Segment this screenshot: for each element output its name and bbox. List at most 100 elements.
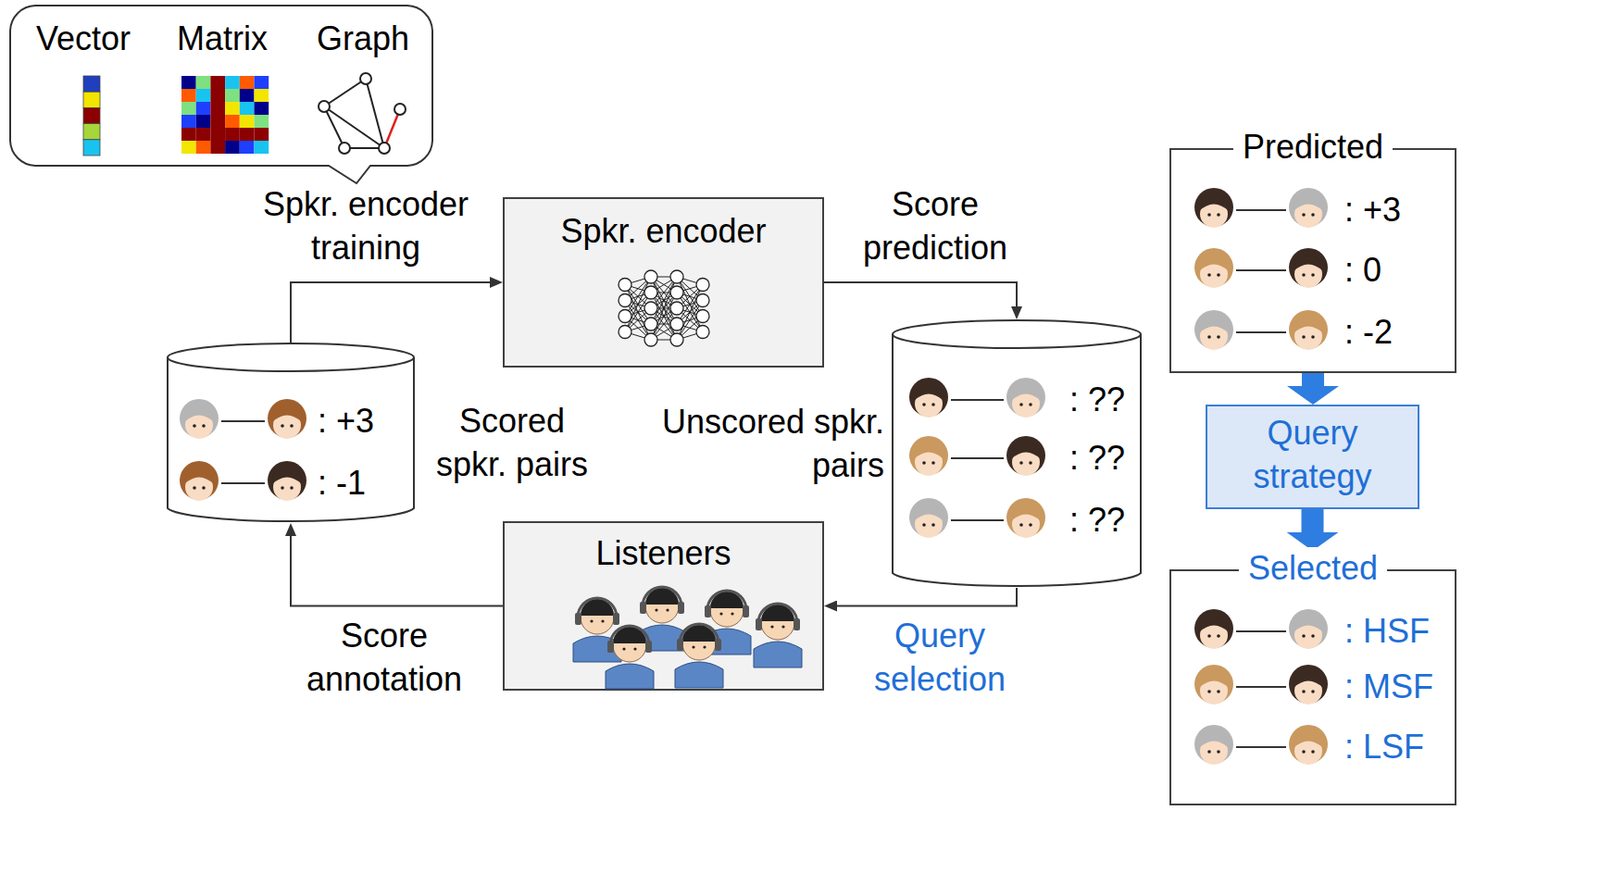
matrix-cell — [210, 127, 225, 141]
listener-body — [753, 641, 802, 668]
face-eye — [1311, 689, 1315, 694]
matrix-cell — [225, 101, 240, 115]
face-hair — [1194, 725, 1234, 764]
face-eye — [201, 424, 206, 428]
network-neuron — [618, 294, 632, 308]
listener-eye — [730, 612, 734, 615]
connector-arrow — [290, 282, 490, 343]
face-hair — [1006, 377, 1046, 417]
network-neuron — [644, 317, 658, 331]
matrix-cell — [210, 75, 225, 89]
connector-arrow — [290, 536, 503, 607]
listener-body — [675, 662, 724, 688]
matrix-cell — [181, 101, 197, 115]
face-hair — [1288, 187, 1328, 227]
headphone-cup — [639, 601, 647, 614]
face-bangs — [184, 468, 214, 485]
cylinder-top — [892, 320, 1141, 349]
matrix-cell — [254, 114, 270, 128]
matrix-cell — [210, 101, 225, 115]
face-eye — [922, 461, 926, 465]
face-hair — [1006, 498, 1046, 538]
connector-arrow — [837, 587, 1017, 607]
unscored-pairs-database: : ??: ??: ??Unscored spkr. pairs — [891, 319, 1142, 588]
headphone-cup — [793, 618, 800, 631]
face-bangs — [913, 443, 944, 460]
face-eye — [1311, 273, 1315, 277]
face-eye — [1301, 689, 1306, 694]
listener-eye — [781, 625, 785, 628]
face-eye — [1207, 273, 1212, 277]
face-eye — [192, 424, 197, 428]
network-neuron — [644, 333, 658, 347]
matrix-cell — [196, 75, 212, 89]
matrix-cell — [225, 75, 240, 89]
network-neuron — [670, 301, 684, 315]
matrix-cell — [196, 114, 212, 128]
panel-heading: Selected — [1238, 547, 1388, 591]
vector-cell — [83, 91, 100, 108]
cylinder-body — [892, 334, 1141, 587]
matrix-cell — [196, 140, 212, 154]
matrix-cell — [225, 88, 240, 102]
selected-panel: Selected: HSF: MSF: LSF — [1169, 550, 1457, 806]
encoder-box: Spkr. encoder — [502, 197, 825, 368]
network-neuron — [618, 278, 632, 292]
panel-heading: Predicted — [1233, 125, 1393, 170]
face-eye — [1019, 402, 1024, 407]
node-illustration — [166, 342, 415, 524]
pair-dash — [221, 482, 265, 485]
face-hair — [1194, 310, 1234, 350]
vector-cell — [83, 124, 100, 140]
graph-vertex — [318, 100, 330, 113]
face-hair — [1194, 664, 1234, 704]
face-bangs — [1293, 732, 1324, 749]
headphone-cup — [676, 638, 684, 651]
listener-headphones — [707, 590, 747, 611]
face-eye — [1216, 634, 1221, 638]
callout-bubble: VectorMatrixGraph — [9, 4, 434, 167]
face-hair — [1006, 436, 1046, 475]
connector-arrow — [1301, 373, 1325, 387]
headphone-cup — [575, 612, 582, 625]
headphone-cup — [677, 601, 685, 614]
matrix-cell — [181, 75, 197, 89]
matrix-cell — [239, 114, 255, 128]
graph-vertex — [338, 142, 350, 154]
edge-label: Score annotation — [282, 614, 487, 702]
graph-vertex — [378, 142, 390, 154]
listener-eye — [589, 619, 593, 623]
network-neuron — [644, 301, 658, 315]
network-neuron — [696, 325, 710, 339]
listener-headphones — [679, 624, 719, 644]
face-eye — [280, 424, 285, 428]
pair-dash — [1236, 746, 1287, 749]
query-strategy-box: Query strategy — [1205, 404, 1420, 510]
network-link — [650, 292, 677, 340]
face-eye — [192, 486, 197, 490]
face-bangs — [272, 406, 302, 423]
face-hair — [1194, 248, 1234, 288]
graph-edge — [324, 106, 345, 149]
listeners-box: Listeners — [502, 521, 825, 691]
node-text: : -2 — [1344, 311, 1393, 355]
edge-label: Query selection — [837, 614, 1042, 702]
face-bangs — [1293, 255, 1324, 272]
pair-dash — [1236, 331, 1287, 334]
vector-cell — [83, 139, 100, 156]
node-text: Query strategy — [1212, 412, 1413, 500]
listener-eye — [702, 645, 706, 649]
face-eye — [1207, 212, 1212, 217]
headphone-cup — [704, 605, 712, 618]
face-eye — [1028, 523, 1033, 527]
face-eye — [1216, 750, 1221, 754]
matrix-cell — [254, 88, 270, 102]
node-text: Spkr. encoder — [512, 210, 815, 254]
pair-dash — [950, 457, 1004, 460]
face-eye — [1207, 689, 1212, 694]
node-text: Vector — [18, 17, 149, 62]
node-text: : LSF — [1344, 725, 1425, 770]
network-neuron — [644, 270, 658, 284]
network-neuron — [670, 270, 684, 284]
